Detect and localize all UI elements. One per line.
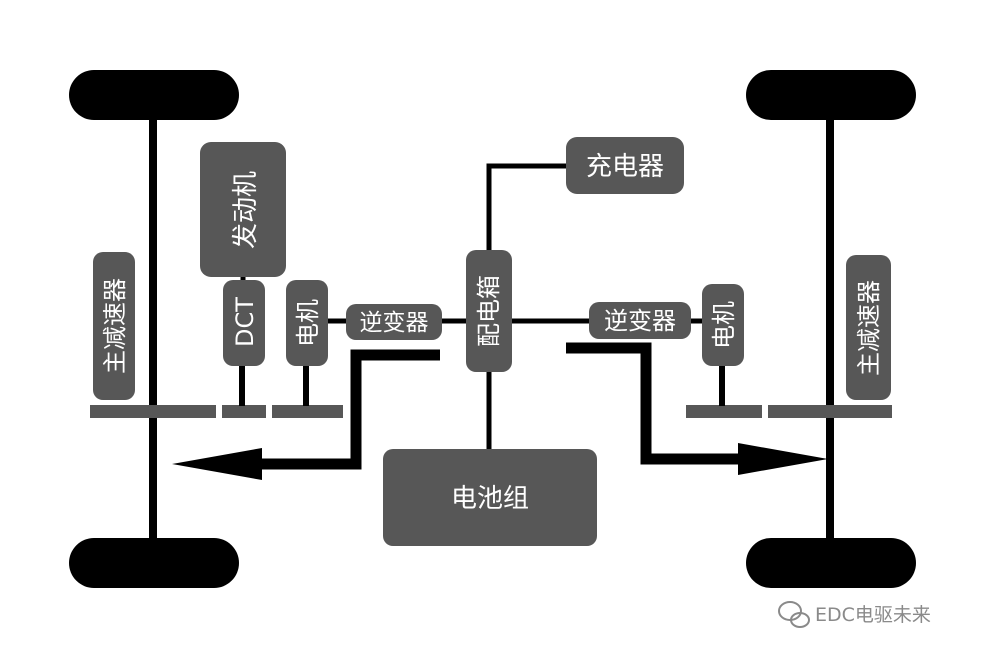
rear-inverter-box (589, 302, 691, 339)
rear-power-flow-arrow (566, 342, 742, 465)
engine-box (200, 142, 286, 277)
dct-shaft (222, 405, 266, 418)
front-reducer-box (93, 252, 135, 400)
motor-front-label: 电机 (294, 299, 322, 347)
front-power-flow-arrow (258, 349, 440, 470)
watermark-text: EDC电驱未来 (815, 604, 931, 626)
battery-box (383, 449, 597, 546)
motor-rear-box (702, 284, 744, 366)
dct-box (223, 280, 265, 366)
front-bottom-wheel (69, 538, 239, 588)
front-inverter-box (346, 304, 442, 340)
charger-box (566, 137, 684, 194)
motor-rear-shaft (686, 405, 762, 418)
dct-label: DCT (231, 297, 259, 347)
motor-rear-label: 电机 (710, 301, 738, 349)
rear-inverter-label: 逆变器 (604, 307, 676, 335)
motor-front-box (286, 280, 328, 366)
front-reducer-label: 主减速器 (101, 278, 129, 374)
battery-label: 电池组 (451, 484, 529, 514)
motor-front-stem (303, 362, 309, 406)
rear-top-wheel (746, 70, 916, 120)
dct-stem (239, 362, 245, 406)
rear-axle (826, 92, 834, 562)
rear-reducer-shaft (768, 405, 892, 418)
engine-label: 发动机 (231, 171, 261, 249)
rear-bottom-wheel (746, 538, 916, 588)
rear-arrow-head (738, 443, 828, 475)
motor-rear-stem (719, 362, 725, 406)
rear-reducer-box (846, 255, 891, 400)
distribution-box (466, 250, 512, 372)
rear-reducer-label: 主减速器 (855, 280, 883, 376)
charger-label: 充电器 (586, 152, 664, 182)
front-top-wheel (69, 70, 239, 120)
motor-front-shaft (272, 405, 343, 418)
distribution-box-label: 配电箱 (475, 275, 503, 347)
front-axle (149, 92, 157, 562)
wechat-icon (778, 601, 810, 628)
charger-box-line (486, 163, 572, 250)
front-arrow-head (172, 448, 262, 480)
front-reducer-shaft (90, 405, 216, 418)
front-inverter-label: 逆变器 (360, 310, 429, 336)
